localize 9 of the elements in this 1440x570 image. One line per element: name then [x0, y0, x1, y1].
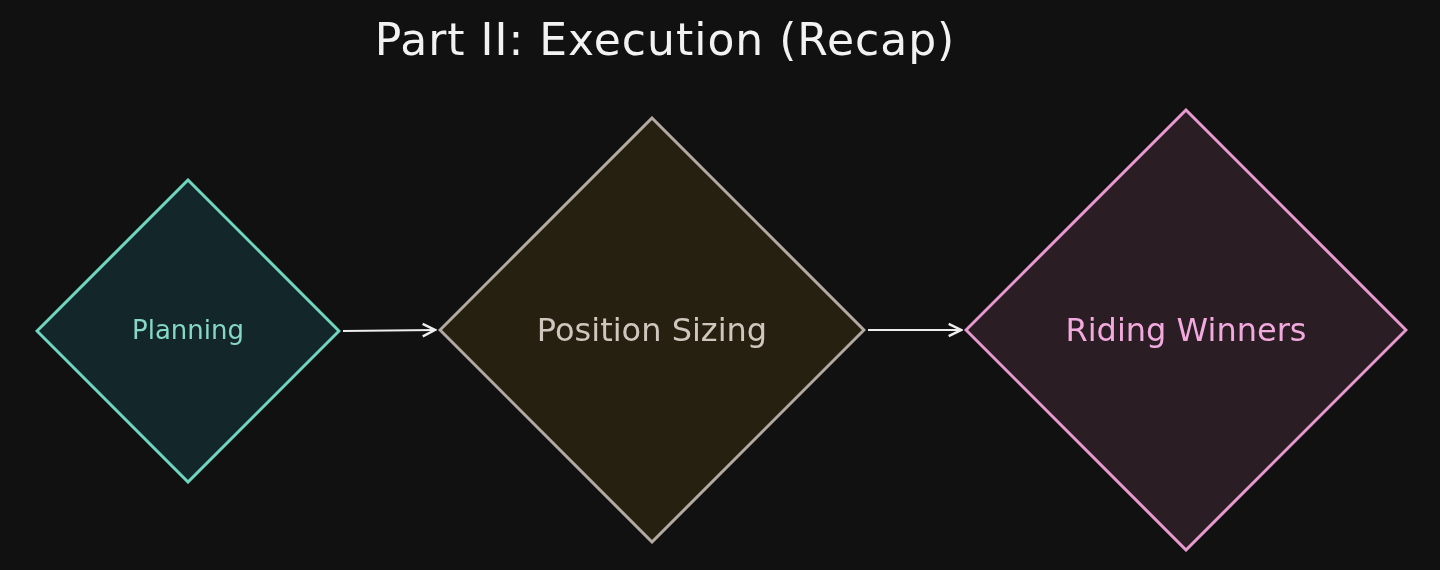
diagram-title: Part II: Execution (Recap) [373, 14, 957, 65]
node-label: Riding Winners [1065, 309, 1307, 351]
arrow [868, 322, 963, 338]
node-label: Planning [132, 314, 244, 348]
decision-diamond [35, 178, 341, 484]
node-label: Position Sizing [536, 309, 768, 351]
arrow [343, 322, 437, 338]
decision-diamond [438, 116, 866, 544]
decision-diamond [964, 108, 1408, 552]
